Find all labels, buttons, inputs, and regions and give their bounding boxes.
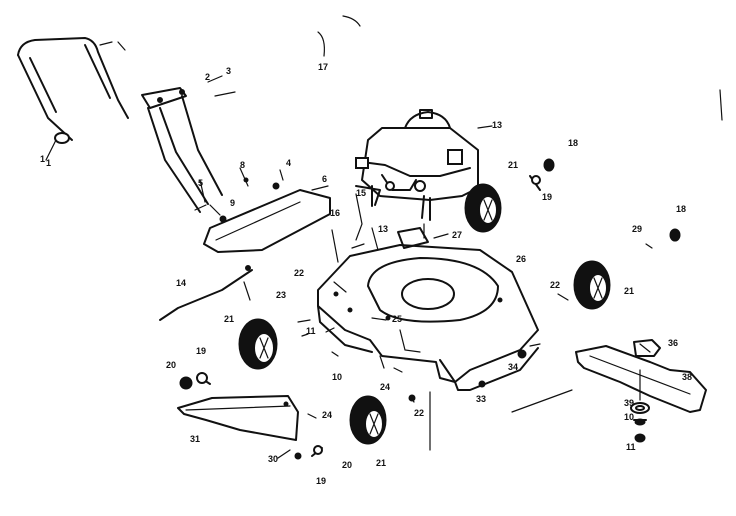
deflector-screw (307, 413, 317, 419)
callout-engine-bolt: 27 (452, 230, 462, 240)
front-wheel-left (238, 318, 278, 370)
deck-screw (371, 317, 387, 321)
callout-grip: 1 (46, 158, 51, 168)
rear-wheel-left (349, 395, 387, 445)
callout-deflector-screw: 24 (322, 410, 332, 420)
rear-guard (203, 185, 331, 253)
callout-blade: 38 (682, 372, 692, 382)
hub-cap-right (645, 243, 653, 249)
grip (45, 132, 70, 161)
callout-wheel-bolt-left: 19 (196, 346, 206, 356)
wheel-nut-left (179, 376, 193, 390)
wheel-bolt-left (196, 372, 211, 385)
callout-bolt-handle: 2 (205, 72, 210, 82)
bracket-b (239, 167, 249, 187)
front-wheel-right (573, 260, 611, 310)
wheel-axle-left (311, 445, 323, 457)
callout-front-wheel-right: 21 (624, 286, 634, 296)
callout-deck-nut: 34 (508, 362, 518, 372)
callout-wheel-nut-left: 20 (166, 360, 176, 370)
wheel-washer-left (277, 449, 291, 459)
callout-control-cable: 14 (176, 278, 186, 288)
callout-hub-cap-right: 29 (632, 224, 642, 234)
deck-nut (517, 343, 541, 359)
callout-axle-bolt-right: 18 (676, 204, 686, 214)
deflector-rear (177, 395, 299, 441)
callout-front-wheel-left: 21 (224, 314, 234, 324)
height-lever-a (333, 281, 347, 293)
callout-washer-a: 15 (356, 188, 366, 198)
washer-a (331, 193, 363, 263)
callout-spacer-right: 22 (550, 280, 560, 290)
rear-wheel-right (464, 183, 502, 233)
engine-spacer (397, 227, 449, 249)
callout-handle-upper: 1 (40, 154, 45, 164)
callout-wheel-washer-left: 20 (342, 460, 352, 470)
callout-starter-rope: 17 (318, 62, 328, 72)
callout-deck-washer: 33 (476, 394, 486, 404)
pivot-bolt (297, 319, 311, 337)
callout-deck: 26 (516, 254, 526, 264)
blade-washer (630, 402, 650, 414)
blade-nut (634, 433, 646, 443)
callout-blade-bolt: 10 (624, 412, 634, 422)
callout-rear-wheel-left: 21 (376, 458, 386, 468)
callout-deflector-nut: 30 (268, 454, 278, 464)
callout-rear-wheel-right: 21 (508, 160, 518, 170)
callout-blade-nut: 11 (626, 442, 636, 452)
callout-blade-adapter: 36 (668, 338, 678, 348)
pivot-nut (408, 394, 416, 403)
callout-bracket-b: 4 (286, 158, 291, 168)
engine (355, 109, 493, 221)
deflector-nut (294, 452, 302, 460)
spacer-right (557, 293, 569, 301)
deck-washer (478, 380, 486, 388)
callout-wheel-axle-left: 19 (316, 476, 326, 486)
callout-wheel-nut-right: 18 (568, 138, 578, 148)
axle-bolt-right (669, 228, 681, 242)
callout-guard-bolt: 9 (230, 198, 235, 208)
guard-bolt (209, 204, 227, 223)
callout-pivot-nut: 22 (414, 408, 424, 418)
blade-bolt (633, 418, 647, 426)
callout-blade-washer: 39 (624, 398, 634, 408)
callout-deck-screw: 25 (392, 314, 402, 324)
wheel-bolt-right (529, 175, 541, 191)
callout-guard-nut: 8 (240, 160, 245, 170)
callout-height-spring: 10 (332, 372, 342, 382)
deck (317, 244, 539, 391)
assembly-lines (423, 89, 723, 451)
callout-bracket-a: 5 (198, 178, 203, 188)
callout-engine-spacer: 16 (330, 208, 340, 218)
callout-pivot-bolt: 23 (276, 290, 286, 300)
callout-washer-b: 13 (378, 224, 388, 234)
height-lever-b (325, 327, 335, 333)
callout-deflector-rear: 31 (190, 434, 200, 444)
starter-rope (317, 15, 361, 57)
bracket-a (194, 179, 207, 211)
callout-engine: 13 (492, 120, 502, 130)
callout-height-lever-b: 11 (306, 326, 316, 336)
callout-wheel-bolt-right: 19 (542, 192, 552, 202)
guard-nut (272, 169, 284, 190)
callout-rear-guard: 6 (322, 174, 327, 184)
callout-deck-bolt: 24 (380, 382, 390, 392)
handle-upper (17, 37, 129, 141)
callout-height-lever-a: 22 (294, 268, 304, 278)
washer-b (351, 227, 379, 251)
wheel-nut-right (543, 158, 555, 172)
handle-lower (141, 75, 236, 213)
deck-bolt (393, 367, 403, 373)
height-spring (331, 351, 339, 357)
blade-adapter (633, 339, 661, 357)
callout-handle-lower: 3 (226, 66, 231, 76)
control-cable (159, 265, 253, 321)
